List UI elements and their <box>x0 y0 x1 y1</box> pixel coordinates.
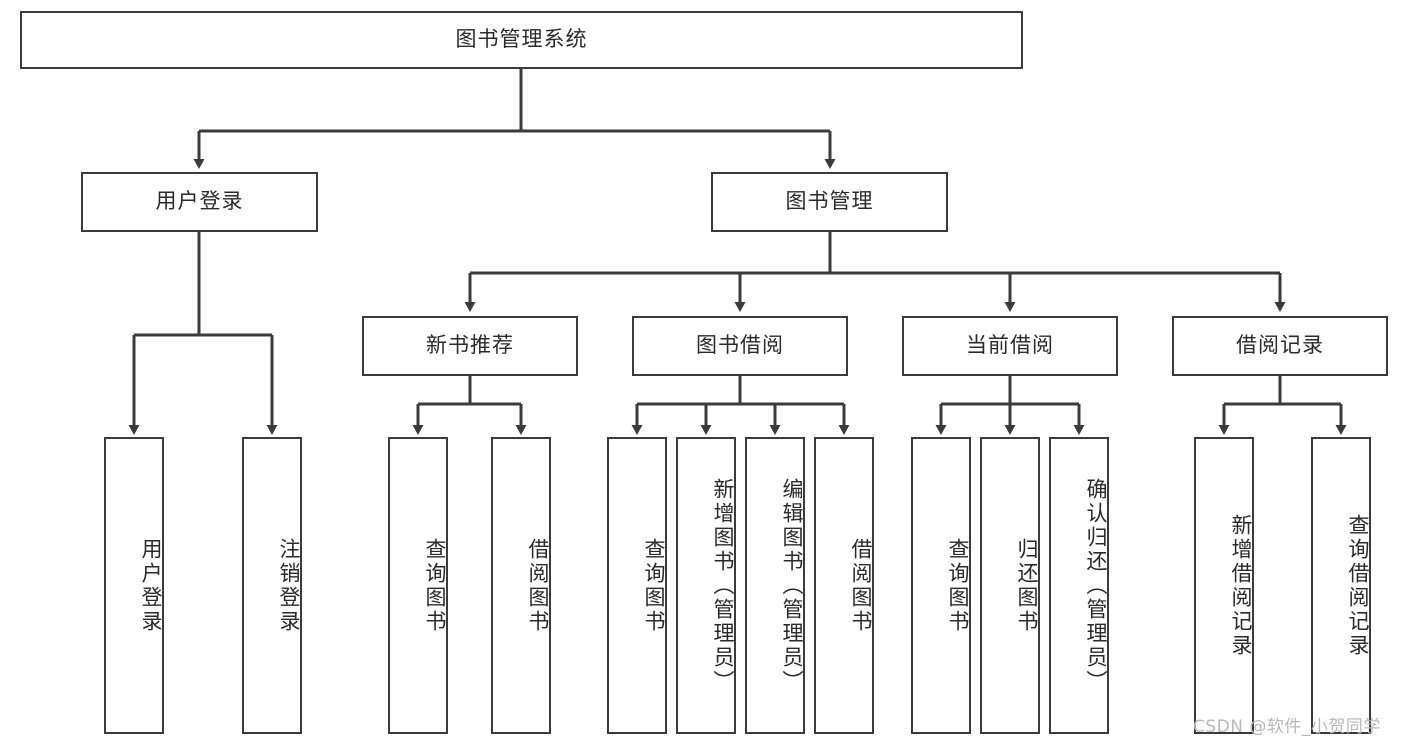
node-label: 查询借阅记录 <box>1346 513 1370 658</box>
node-label: 编辑图书（管理员） <box>780 477 804 694</box>
leaf-add-borrow-record[interactable]: 新增借阅记录 <box>1194 437 1254 734</box>
node-book-management[interactable]: 图书管理 <box>711 172 948 232</box>
leaf-add-book-admin[interactable]: 新增图书（管理员） <box>676 437 736 734</box>
node-label: 借阅图书 <box>526 537 550 634</box>
node-label: 查询图书 <box>642 537 666 634</box>
node-label: 查询图书 <box>946 537 970 634</box>
node-label: 图书借阅 <box>696 333 784 358</box>
node-label: 当前借阅 <box>966 333 1054 358</box>
node-root-book-management-system[interactable]: 图书管理系统 <box>20 11 1023 69</box>
node-label: 图书管理系统 <box>455 27 588 52</box>
node-label: 借阅图书 <box>849 537 873 634</box>
node-borrow-record[interactable]: 借阅记录 <box>1172 316 1388 376</box>
leaf-edit-book-admin[interactable]: 编辑图书（管理员） <box>745 437 805 734</box>
csdn-watermark: CSDN @软件_小贺同学 <box>1193 717 1381 737</box>
node-label: 注销登录 <box>277 537 301 634</box>
node-label: 借阅记录 <box>1236 333 1324 358</box>
node-user-login[interactable]: 用户登录 <box>81 172 318 232</box>
leaf-query-book-1[interactable]: 查询图书 <box>388 437 448 734</box>
leaf-borrow-book-2[interactable]: 借阅图书 <box>814 437 874 734</box>
leaf-return-book[interactable]: 归还图书 <box>980 437 1040 734</box>
node-label: 图书管理 <box>785 189 874 214</box>
leaf-query-book-3[interactable]: 查询图书 <box>911 437 971 734</box>
node-new-book-recommend[interactable]: 新书推荐 <box>362 316 578 376</box>
node-label: 归还图书 <box>1015 537 1039 634</box>
node-label: 查询图书 <box>423 537 447 634</box>
leaf-user-login[interactable]: 用户登录 <box>104 437 164 734</box>
node-label: 用户登录 <box>155 189 244 214</box>
leaf-query-borrow-record[interactable]: 查询借阅记录 <box>1311 437 1371 734</box>
node-label: 新增图书（管理员） <box>711 477 735 694</box>
node-label: 新增借阅记录 <box>1229 513 1253 658</box>
leaf-query-book-2[interactable]: 查询图书 <box>607 437 667 734</box>
leaf-logout-login[interactable]: 注销登录 <box>242 437 302 734</box>
leaf-borrow-book-1[interactable]: 借阅图书 <box>491 437 551 734</box>
leaf-confirm-return-admin[interactable]: 确认归还（管理员） <box>1049 437 1109 734</box>
node-label: 新书推荐 <box>426 333 514 358</box>
node-book-borrow[interactable]: 图书借阅 <box>632 316 848 376</box>
node-label: 用户登录 <box>139 537 163 634</box>
node-current-borrow[interactable]: 当前借阅 <box>902 316 1118 376</box>
node-label: 确认归还（管理员） <box>1084 477 1108 694</box>
